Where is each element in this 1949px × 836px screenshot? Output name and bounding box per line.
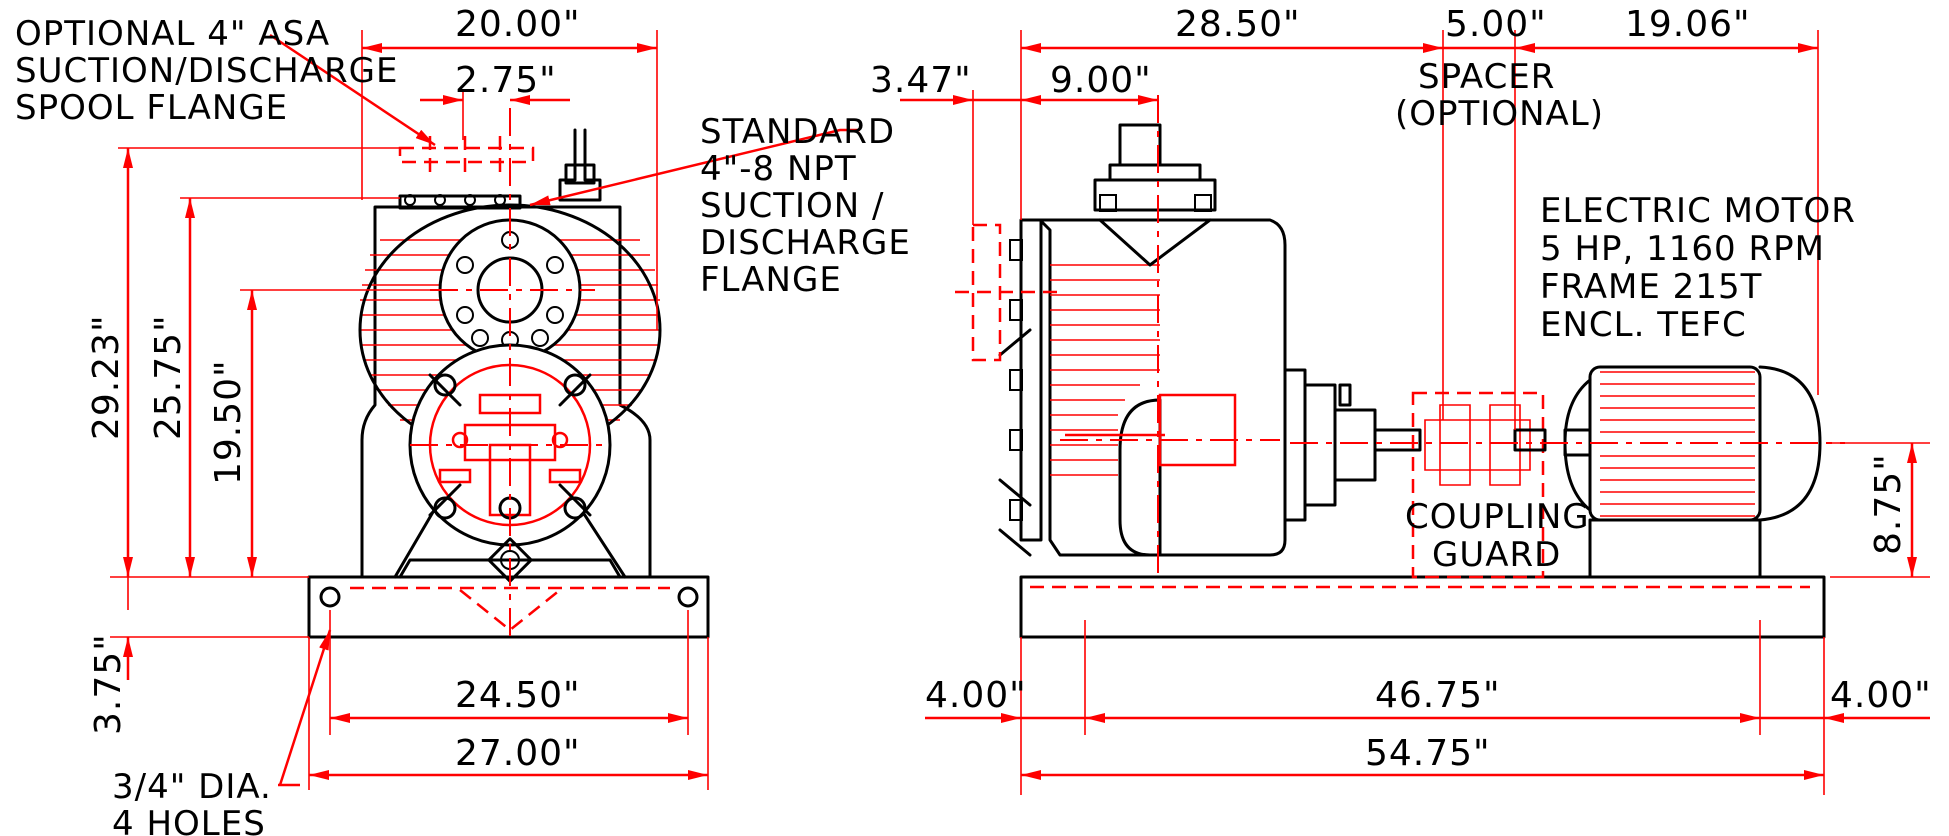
motor-note-3: FRAME 215T [1540, 267, 1762, 307]
front-base-plate [307, 575, 710, 639]
motor-note-4: ENCL. TEFC [1540, 305, 1747, 345]
dim-front-height-flange: 25.75" [148, 314, 189, 440]
spacer-note-1: SPACER [1418, 57, 1555, 97]
dim-side-shaft-height: 8.75" [1868, 453, 1909, 555]
side-base-rail [1019, 575, 1826, 639]
std-flange-note-2: 4"-8 NPT [700, 149, 857, 189]
dim-side-motor-length: 19.06" [1625, 4, 1751, 45]
dim-side-flange-offset: 3.47" [870, 60, 972, 101]
dim-side-spacer-length: 5.00" [1445, 4, 1547, 45]
std-flange-note-5: FLANGE [700, 260, 842, 300]
optional-flange-note-1: OPTIONAL 4" ASA [15, 14, 330, 54]
labels: OPTIONAL 4" ASA SUCTION/DISCHARGE SPOOL … [15, 4, 1932, 836]
side-view [955, 95, 1845, 639]
front-mount-hole-left [319, 586, 341, 608]
dim-side-end-right: 4.00" [1830, 675, 1932, 716]
optional-flange-note-2: SUCTION/DISCHARGE [15, 51, 398, 91]
motor-note-2: 5 HP, 1160 RPM [1540, 229, 1825, 269]
holes-note-1: 3/4" DIA. [112, 767, 272, 807]
optional-spool-flange [398, 146, 535, 164]
dim-front-flange-width: 2.75" [455, 60, 557, 101]
side-pump-casing [1038, 218, 1287, 557]
dim-front-hole-spacing: 24.50" [455, 675, 581, 716]
dim-front-height-center: 19.50" [208, 359, 249, 485]
side-dimensions [900, 30, 1930, 795]
front-mount-hole-right [677, 586, 699, 608]
dim-side-center-offset: 9.00" [1050, 60, 1152, 101]
motor-pedestal [1588, 518, 1762, 579]
std-flange-note-4: DISCHARGE [700, 223, 911, 263]
pump-shaft [1373, 428, 1422, 452]
side-body-hatch [1050, 264, 1160, 476]
optional-flange-note-3: SPOOL FLANGE [15, 88, 288, 128]
dim-front-top-width: 20.00" [455, 4, 581, 45]
dim-front-height-total: 29.23" [86, 314, 127, 440]
motor-fins [1600, 371, 1755, 517]
motor-note-1: ELECTRIC MOTOR [1540, 191, 1856, 231]
dim-side-overall-length: 54.75" [1365, 733, 1491, 774]
holes-note-2: 4 HOLES [112, 804, 266, 836]
coupling-note-1: COUPLING [1405, 497, 1590, 537]
std-flange-note-3: SUCTION / [700, 186, 884, 226]
dim-front-base-width: 27.00" [455, 733, 581, 774]
front-view [307, 108, 710, 640]
dim-side-end-left: 4.00" [925, 675, 1027, 716]
dim-side-hole-span: 46.75" [1375, 675, 1501, 716]
dim-side-pump-length: 28.50" [1175, 4, 1301, 45]
front-suction-flange [438, 218, 582, 362]
coupling-guard [1411, 391, 1545, 579]
dim-front-base-height: 3.75" [88, 633, 129, 735]
std-flange-note-1: STANDARD [700, 112, 895, 152]
front-dimensions [110, 30, 860, 790]
coupling-note-2: GUARD [1432, 535, 1561, 575]
spacer-note-2: (OPTIONAL) [1395, 94, 1604, 134]
